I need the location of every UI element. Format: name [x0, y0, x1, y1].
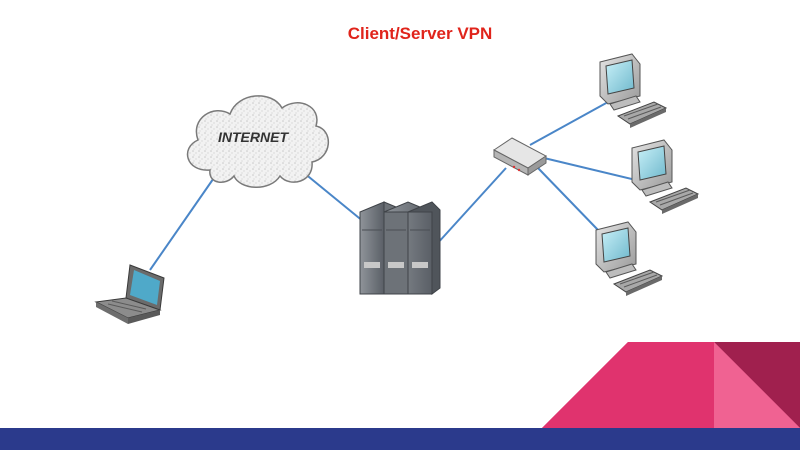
cloud-label: INTERNET	[218, 129, 289, 145]
decor-corner-shapes	[542, 342, 800, 428]
bottom-bar	[0, 428, 800, 450]
link-hub-workstation-1	[529, 101, 609, 146]
link-hub-workstation-2	[543, 157, 637, 181]
desktop-computer-icon	[595, 221, 664, 296]
network-hub-icon	[493, 137, 547, 176]
link-hub-workstation-3	[537, 167, 599, 231]
slide-title: Client/Server VPN	[347, 24, 493, 43]
laptop-icon	[94, 264, 165, 324]
link-server-hub	[435, 167, 507, 246]
link-internet-server	[297, 167, 365, 223]
link-laptop-internet	[149, 171, 219, 271]
server-rack-icon	[359, 201, 441, 295]
decor-pink-mid	[542, 342, 714, 428]
connection-lines	[149, 101, 637, 271]
desktop-computer-icon	[599, 53, 668, 128]
internet-cloud-icon: INTERNET	[186, 95, 330, 188]
desktop-computer-icon	[631, 139, 700, 214]
decor-pink-light-right	[714, 342, 800, 428]
